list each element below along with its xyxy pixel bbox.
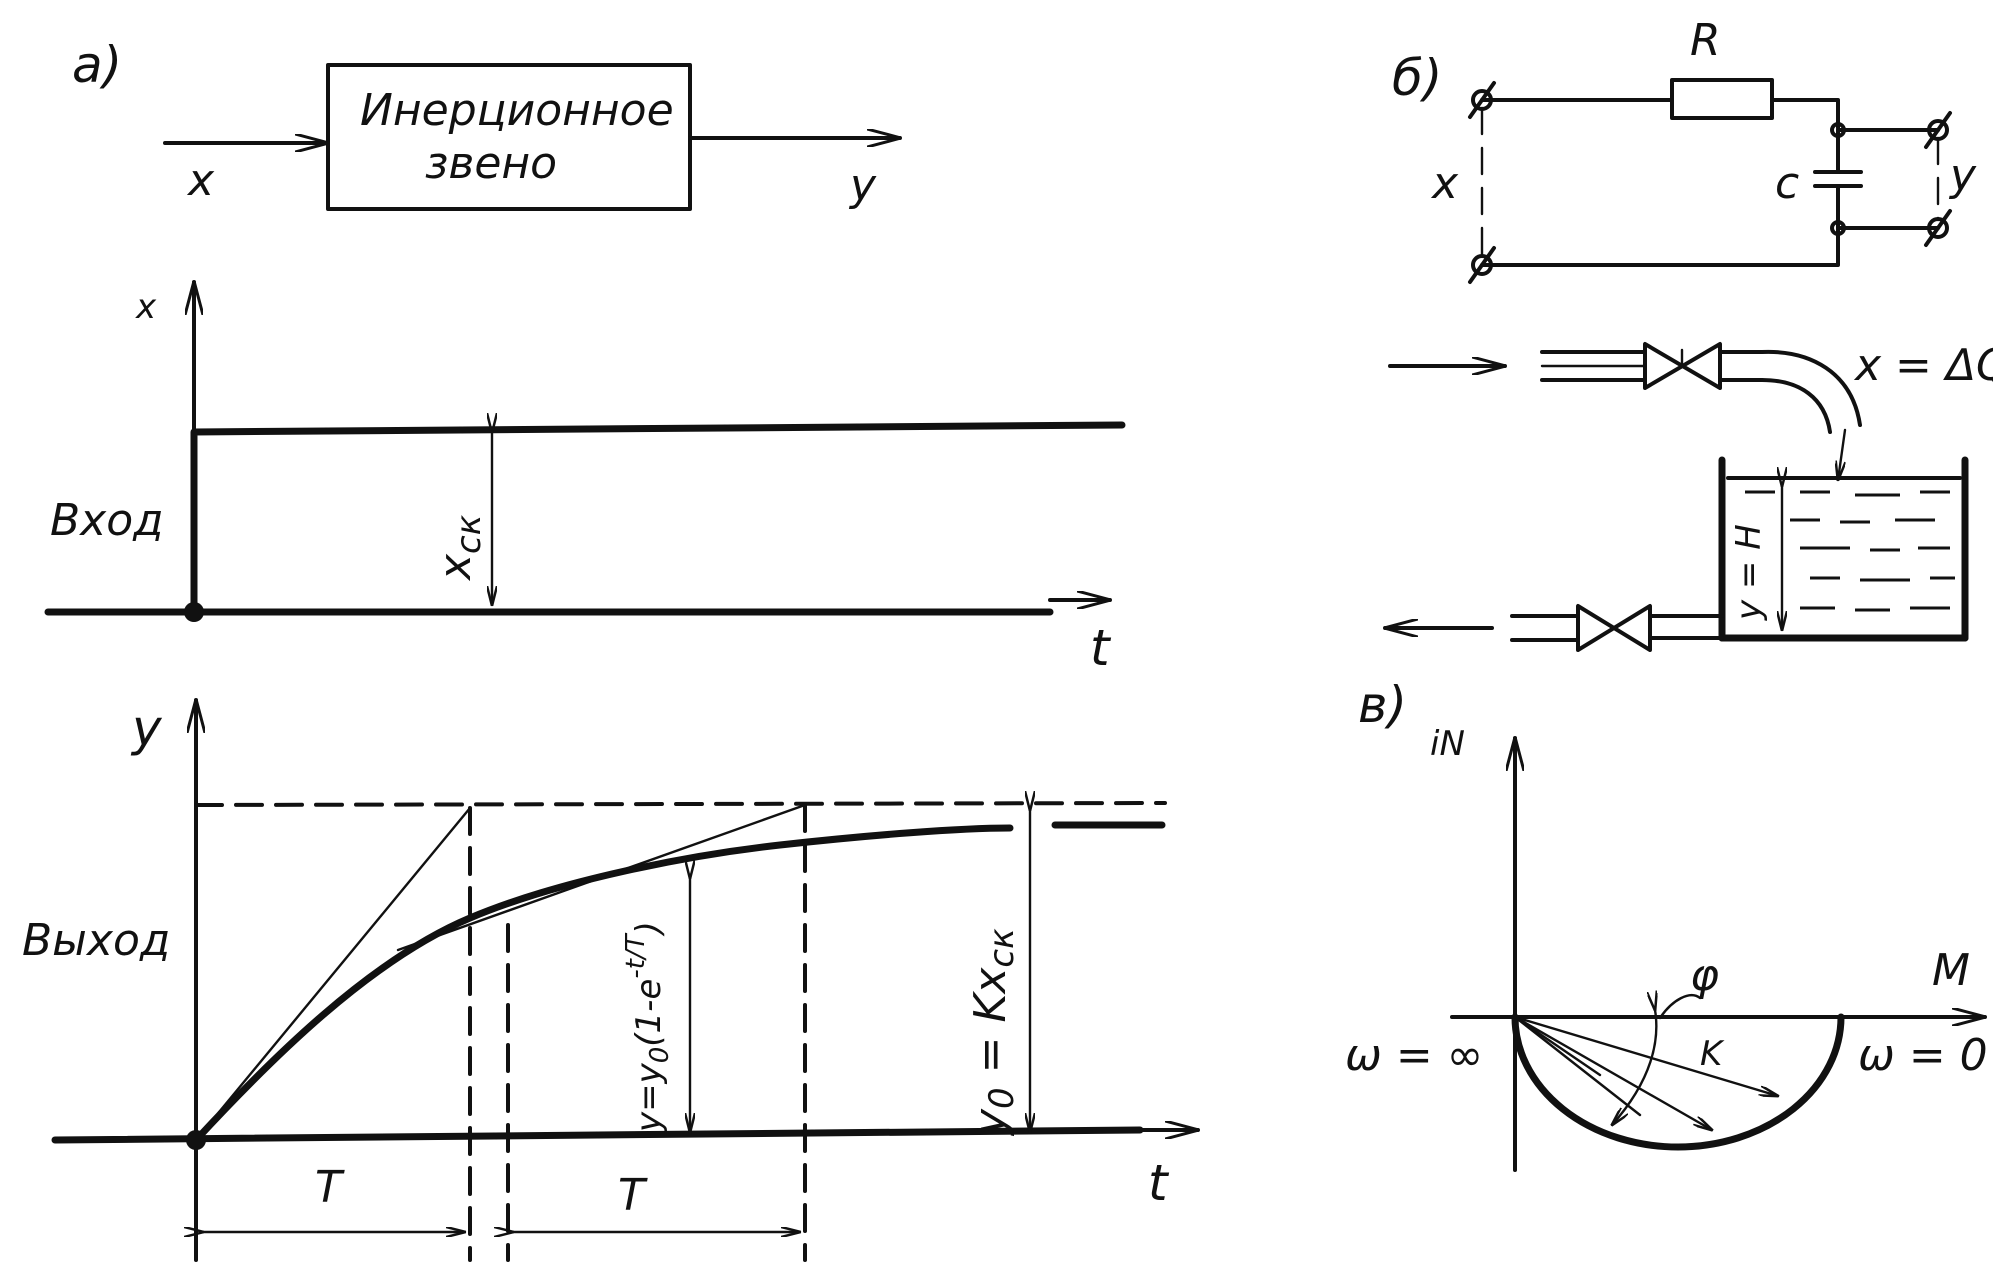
phase-angle-arc — [1612, 1010, 1656, 1125]
output-response-graph: y t Выход y=y0(1-e-t/T) y0 = Kxск T T — [22, 698, 1200, 1262]
steady-label-main: y — [965, 1108, 1016, 1137]
vector-2 — [1513, 1015, 1712, 1130]
junction-bottom — [1830, 220, 1846, 236]
output-t-axis — [51, 1126, 1144, 1144]
output-origin-dot — [186, 1130, 206, 1150]
panel-c-label: в) — [1358, 676, 1407, 734]
input-step-signal — [190, 421, 1126, 616]
semicircle-hodograph — [1511, 1013, 1845, 1151]
input-side-label: Вход — [50, 495, 164, 546]
tank-flow-label: x = ΔQ — [1853, 340, 1993, 391]
step-height-label-sub: ск — [449, 514, 489, 554]
time-constant-label-1: T — [315, 1162, 345, 1213]
capacitor-label: c — [1775, 158, 1799, 209]
circuit-input-label: x — [1430, 158, 1459, 209]
panel-c-frequency-response: в) iN M ω = ∞ ω = 0 φ K — [1345, 676, 1988, 1172]
step-height-label-main: x — [430, 553, 481, 582]
input-origin-dot — [184, 602, 204, 622]
formula-sub: 0 — [645, 1047, 675, 1064]
output-side-label: Выход — [22, 915, 170, 966]
panel-a-block-diagram: а) Инерционное звено x y — [72, 36, 902, 211]
formula-rest: (1-e — [629, 979, 669, 1047]
vector-4 — [1513, 1015, 1602, 1077]
input-step-graph: x t Вход xск — [44, 280, 1126, 677]
inlet-valve — [1643, 342, 1722, 390]
formula-exp: -t/T — [621, 932, 651, 978]
tank-level-label: y = H — [1729, 524, 1769, 621]
output-t-axis-label: t — [1148, 1154, 1170, 1212]
output-y-axis-label: y — [130, 699, 163, 757]
terminal-in-top — [1471, 89, 1493, 111]
gain-vector-label: K — [1700, 1034, 1725, 1074]
input-y-axis-label: x — [135, 287, 157, 327]
vector-1 — [1513, 1015, 1778, 1096]
terminal-in-bottom-slash — [1468, 246, 1496, 284]
panel-b-label: б) — [1392, 49, 1442, 107]
steady-value-label: y0 = Kxск — [965, 928, 1022, 1137]
panel-b-water-tank: x = ΔQ y = H — [1383, 340, 1993, 652]
steady-state-dashed — [194, 801, 1167, 807]
real-axis-label: M — [1932, 945, 1970, 996]
vector-3 — [1513, 1015, 1642, 1117]
panel-a-label: а) — [72, 36, 122, 94]
water-hatching — [1745, 490, 1955, 612]
steady-label-rest-sub: ск — [982, 928, 1022, 968]
omega-zero-label: ω = 0 — [1858, 1030, 1988, 1081]
steady-label-rest: = Kx — [965, 967, 1016, 1088]
terminal-out-top-slash — [1924, 111, 1952, 149]
exponential-response-curve — [192, 824, 1014, 1144]
inlet-elbow-inner — [1760, 378, 1832, 434]
circuit-output-label: y — [1948, 150, 1977, 201]
step-height-label: xск — [430, 514, 489, 582]
terminal-out-top — [1927, 119, 1949, 141]
block-output-label: y — [848, 160, 877, 211]
terminal-out-bottom — [1927, 217, 1949, 239]
steady-label-sub: 0 — [982, 1087, 1022, 1109]
inflow-stream — [1838, 428, 1847, 480]
wire-bottom — [1480, 226, 1840, 267]
outlet-valve — [1576, 604, 1652, 652]
input-t-axis-label: t — [1090, 619, 1112, 677]
response-formula: y=y0(1-e-t/T) — [621, 921, 675, 1133]
block-text-line2: звено — [425, 138, 557, 189]
tangent-line-origin — [194, 806, 472, 1142]
inlet-elbow-outer — [1760, 349, 1862, 427]
formula-main: y=y — [629, 1062, 669, 1133]
wire-top-right — [1770, 98, 1840, 130]
junction-top — [1830, 122, 1846, 138]
terminal-in-top-slash — [1468, 81, 1496, 119]
formula-close: ) — [629, 921, 669, 937]
block-text-line1: Инерционное — [360, 85, 674, 136]
phase-pointer — [1658, 994, 1702, 1020]
time-constant-label-2: T — [618, 1170, 648, 1221]
panel-b-rc-circuit: б) R c x y — [1392, 15, 1977, 284]
terminal-in-bottom — [1471, 254, 1493, 276]
resistor — [1670, 78, 1774, 120]
imaginary-axis-label: iN — [1430, 724, 1465, 764]
phase-label: φ — [1690, 950, 1719, 1001]
omega-infinity-label: ω = ∞ — [1345, 1030, 1483, 1081]
resistor-label: R — [1690, 15, 1721, 66]
block-input-label: x — [186, 155, 215, 206]
terminal-out-bottom-slash — [1924, 209, 1952, 247]
